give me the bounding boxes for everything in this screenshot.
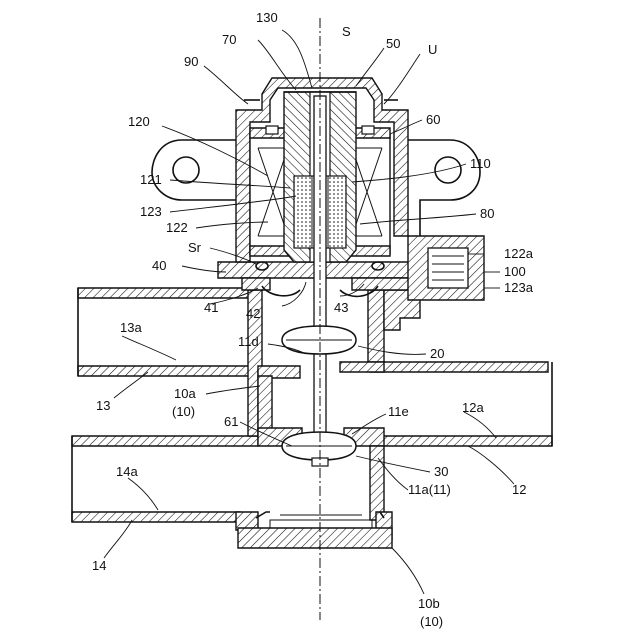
label-20: 20 (430, 346, 444, 361)
label-11e: 11e (388, 404, 409, 419)
label-41: 41 (204, 300, 218, 315)
label-13a: 13a (120, 320, 142, 335)
label-123a: 123a (504, 280, 534, 295)
label-10a-sub: (10) (172, 404, 195, 419)
label-70: 70 (222, 32, 236, 47)
label-40: 40 (152, 258, 166, 273)
label-s: S (342, 24, 351, 39)
label-sr: Sr (188, 240, 202, 255)
label-60: 60 (426, 112, 440, 127)
label-10a: 10a (174, 386, 196, 401)
label-130: 130 (256, 10, 278, 25)
label-123: 123 (140, 204, 162, 219)
label-110: 110 (470, 156, 491, 171)
label-u: U (428, 42, 437, 57)
label-90: 90 (184, 54, 198, 69)
label-14a: 14a (116, 464, 138, 479)
label-11a: 11a(11) (408, 482, 451, 497)
label-10b-sub: (10) (420, 614, 443, 629)
label-50: 50 (386, 36, 400, 51)
label-43: 43 (334, 300, 348, 315)
label-42: 42 (246, 306, 260, 321)
label-12a: 12a (462, 400, 484, 415)
bottom-cap-10b (238, 512, 392, 548)
label-13: 13 (96, 398, 110, 413)
label-14: 14 (92, 558, 106, 573)
label-12: 12 (512, 482, 526, 497)
label-100: 100 (504, 264, 526, 279)
label-120: 120 (128, 114, 150, 129)
valve-disc-30 (282, 432, 356, 466)
label-10b: 10b (418, 596, 440, 611)
label-122: 122 (166, 220, 188, 235)
label-11d: 11d (238, 334, 259, 349)
valve-disc-20 (282, 326, 356, 354)
label-61: 61 (224, 414, 238, 429)
lower-pipe-14 (72, 436, 258, 522)
upper-pipe-13 (78, 288, 258, 376)
label-122a: 122a (504, 246, 534, 261)
connector-100 (408, 236, 484, 300)
label-30: 30 (434, 464, 448, 479)
label-121: 121 (140, 172, 162, 187)
label-80: 80 (480, 206, 494, 221)
